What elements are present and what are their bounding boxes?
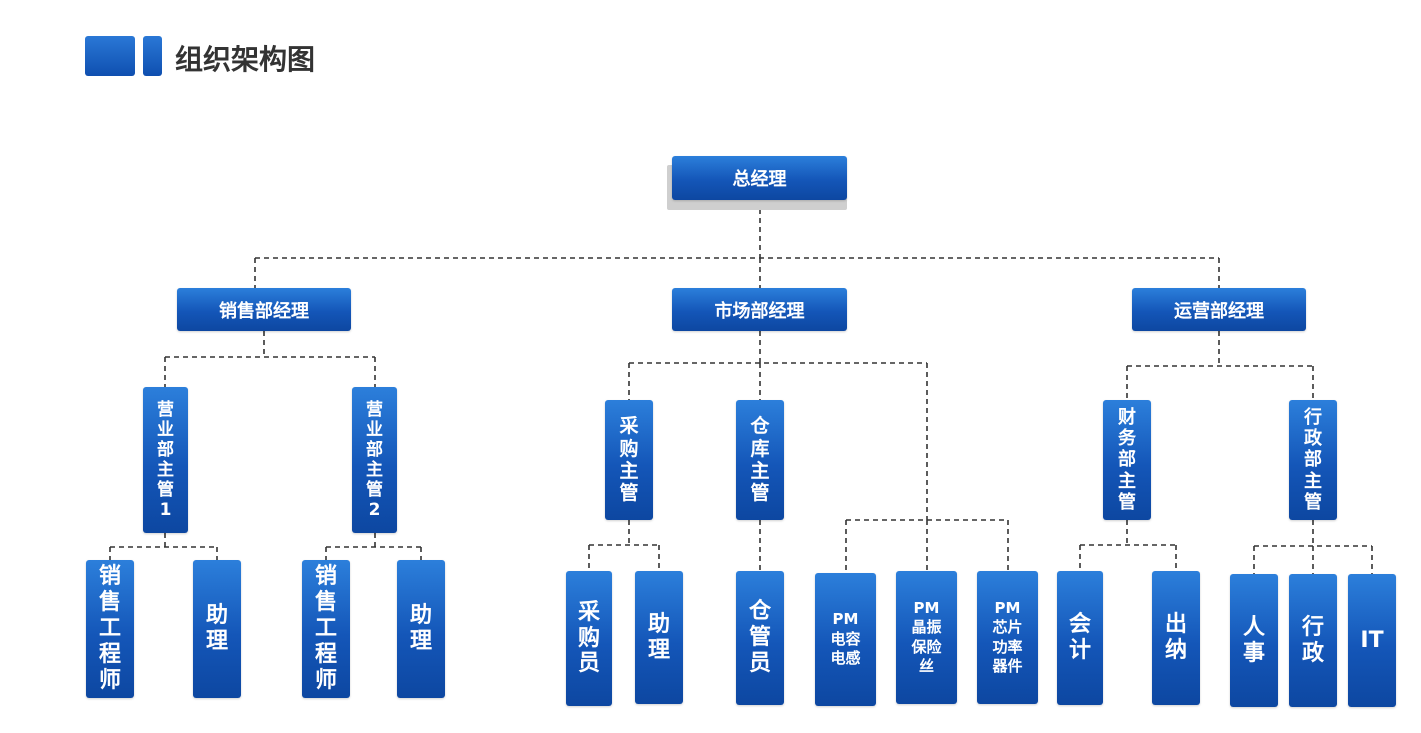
- header-accent-block-large: [85, 36, 135, 76]
- page-title: 组织架构图: [175, 43, 316, 76]
- node-general-manager[interactable]: 总经理: [672, 156, 847, 200]
- node-sales-engineer-1[interactable]: 销售工程师: [86, 560, 134, 698]
- node-sales-engineer-2[interactable]: 销售工程师: [302, 560, 350, 698]
- node-pm-capacitor-inductor[interactable]: PM电容电感: [815, 573, 876, 706]
- connector-root-to-departments: [254, 200, 1220, 288]
- node-warehouse-supervisor[interactable]: 仓库主管: [736, 400, 784, 520]
- node-purchaser[interactable]: 采购员: [566, 571, 612, 706]
- connector-marketing-to-supervisors: [628, 331, 928, 520]
- node-admin-supervisor[interactable]: 行政部主管: [1289, 400, 1337, 520]
- connector-supervisor1-to-staff: [109, 533, 218, 560]
- node-warehouse-keeper[interactable]: 仓管员: [736, 571, 784, 705]
- connector-sales-to-supervisors: [164, 331, 376, 387]
- node-sales-supervisor-2[interactable]: 营业部主管2: [352, 387, 397, 533]
- connector-purchasing-to-staff: [588, 520, 660, 571]
- node-it[interactable]: IT: [1348, 574, 1396, 707]
- node-finance-supervisor[interactable]: 财务部主管: [1103, 400, 1151, 520]
- node-sales-manager[interactable]: 销售部经理: [177, 288, 351, 331]
- node-pm-crystal-fuse[interactable]: PM晶振保险丝: [896, 571, 957, 704]
- node-accountant[interactable]: 会计: [1057, 571, 1103, 705]
- node-marketing-manager[interactable]: 市场部经理: [672, 288, 847, 331]
- node-marketing-assistant[interactable]: 助理: [635, 571, 683, 704]
- node-operations-manager[interactable]: 运营部经理: [1132, 288, 1306, 331]
- node-sales-assistant-2[interactable]: 助理: [397, 560, 445, 698]
- node-admin[interactable]: 行政: [1289, 574, 1337, 707]
- node-sales-assistant-1[interactable]: 助理: [193, 560, 241, 698]
- header-accent-block-small: [143, 36, 162, 76]
- node-sales-supervisor-1[interactable]: 营业部主管1: [143, 387, 188, 533]
- connector-supervisor2-to-staff: [325, 533, 422, 560]
- connector-admin-to-staff: [1253, 520, 1373, 574]
- node-cashier[interactable]: 出纳: [1152, 571, 1200, 705]
- connector-operations-to-supervisors: [1126, 331, 1314, 400]
- connector-finance-to-staff: [1079, 520, 1177, 571]
- node-purchasing-supervisor[interactable]: 采购主管: [605, 400, 653, 520]
- node-pm-chip-power-device[interactable]: PM芯片功率器件: [977, 571, 1038, 704]
- node-hr[interactable]: 人事: [1230, 574, 1278, 707]
- connector-pm-group: [845, 519, 1009, 573]
